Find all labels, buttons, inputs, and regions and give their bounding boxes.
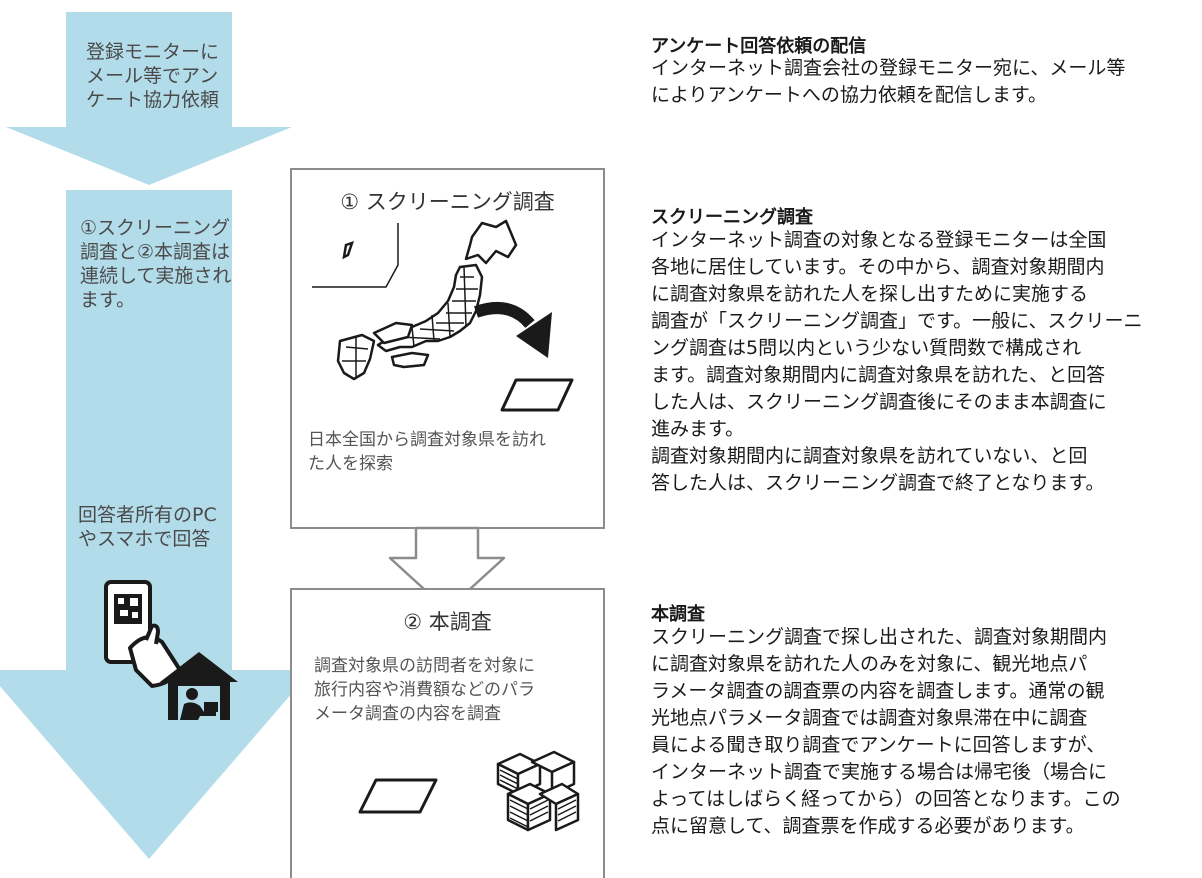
down-hollow-arrow <box>388 526 506 612</box>
main-survey-box: ② 本調査 調査対象県の訪問者を対象に 旅行内容や消費額などのパラ メータ調査の… <box>290 588 605 878</box>
continuous-note: ①スクリーニング 調査と②本調査は 連続して実施され ます。 <box>80 217 232 311</box>
section-body-main: スクリーニング調査で探し出された、調査対象期間内 に調査対象県を訪れた人のみを対… <box>651 626 1121 837</box>
money-stack-icon <box>496 750 580 832</box>
section-title-delivery: アンケート回答依頼の配信 <box>651 36 867 57</box>
house-person-icon <box>160 652 238 720</box>
section-body-delivery: インターネット調査会社の登録モニター宛に、メール等 によりアンケートへの協力依頼… <box>651 57 1126 106</box>
request-arrow-text: 登録モニターに メール等でアン ケート協力依頼 <box>86 41 220 111</box>
smartphone-hand-icon <box>104 580 182 688</box>
section-title-main: 本調査 <box>651 604 705 625</box>
request-arrow-shape <box>6 12 292 185</box>
questionnaire-sheet-icon <box>500 378 574 412</box>
section-body-screening: インターネット調査の対象となる登録モニターは全国 各地に居住しています。その中か… <box>651 229 1143 494</box>
screening-desc: 日本全国から調査対象県を訪れ た人を探索 <box>308 430 546 474</box>
main-survey-desc: 調査対象県の訪問者を対象に 旅行内容や消費額などのパラ メータ調査の内容を調査 <box>314 656 535 724</box>
curved-arrow-icon <box>474 302 552 358</box>
questionnaire-sheet-icon <box>358 778 438 814</box>
flow-arrows <box>0 12 312 859</box>
survey-arrow-shape <box>0 190 312 859</box>
main-survey-title: ② 本調査 <box>403 610 492 634</box>
device-note: 回答者所有のPC やスマホで回答 <box>78 504 217 550</box>
screening-title: ① スクリーニング調査 <box>340 190 555 214</box>
section-title-screening: スクリーニング調査 <box>651 207 813 228</box>
japan-map-icon <box>312 219 518 381</box>
